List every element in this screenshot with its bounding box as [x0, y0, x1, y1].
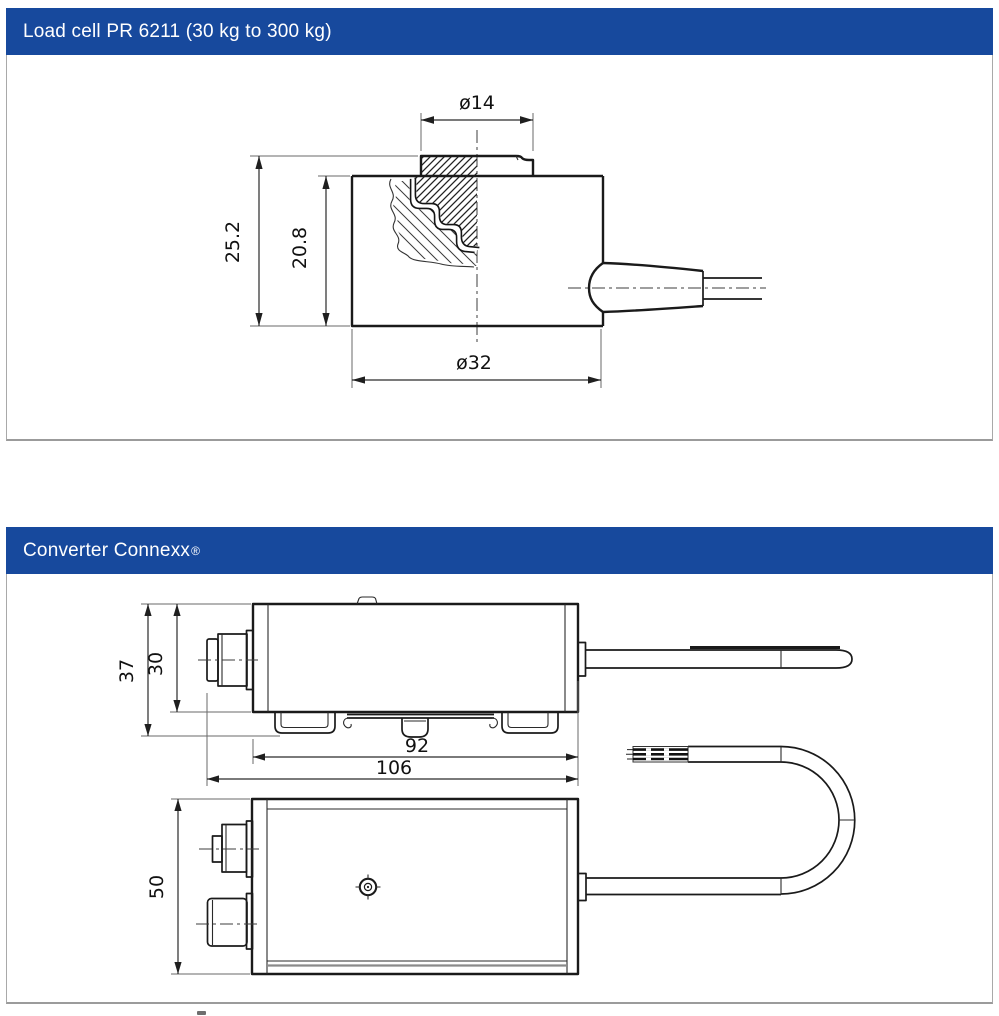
converter-drawing: 37 30 92 — [116, 596, 856, 976]
panel-load-cell-title: Load cell PR 6211 (30 kg to 300 kg) — [23, 20, 332, 42]
dim-label-boss-diameter: ø14 — [459, 92, 495, 114]
panel-converter: Converter Connexx® — [6, 527, 993, 1004]
dim-label-overall-length: 106 — [376, 757, 412, 779]
load-cell-cable — [703, 277, 762, 300]
panel-converter-title: Converter Connexx — [23, 539, 191, 561]
converter-side-view: 37 30 92 — [116, 596, 853, 786]
load-cell-body — [350, 174, 605, 328]
dimension-92: 92 — [252, 681, 579, 786]
side-cable — [577, 641, 853, 677]
top-connector-small — [199, 820, 259, 878]
dim-label-body-diameter: ø32 — [456, 352, 492, 374]
load-button — [419, 154, 535, 176]
panel-load-cell: Load cell PR 6211 (30 kg to 300 kg) — [6, 8, 993, 441]
panel-converter-header: Converter Connexx® — [6, 527, 993, 574]
dimension-overall-height: 25.2 — [222, 156, 263, 326]
stripped-wire-end — [626, 746, 689, 763]
din-rail-clip — [274, 712, 559, 738]
housing-side — [251, 602, 580, 714]
load-cell-drawing: ø14 25.2 20.8 ø32 — [222, 92, 766, 388]
dim-label-housing-width: 50 — [146, 875, 168, 899]
dimension-body-diameter: ø32 — [352, 352, 601, 384]
load-cell-figure-area: ø14 25.2 20.8 ø32 — [7, 55, 992, 439]
dimension-body-height: 20.8 — [289, 176, 330, 326]
dimension-50: 50 — [146, 798, 250, 975]
side-connector — [198, 629, 258, 691]
dim-label-overall-height: 25.2 — [222, 221, 244, 263]
cable-boot — [587, 261, 704, 314]
dimension-30: 30 — [145, 604, 181, 712]
dim-label-body-height: 20.8 — [289, 227, 311, 269]
screw-target — [355, 874, 381, 900]
extension-lines — [250, 113, 602, 388]
top-connector-large — [196, 892, 259, 950]
converter-figure-area: 37 30 92 — [7, 574, 992, 1002]
rail-latch — [401, 718, 429, 738]
housing-top — [250, 797, 580, 976]
section-hatching — [387, 157, 480, 270]
panel-load-cell-header: Load cell PR 6211 (30 kg to 300 kg) — [6, 8, 993, 55]
dimension-106: 106 — [206, 693, 578, 786]
looping-cable — [577, 745, 856, 902]
dim-label-height-with-rail-clip: 37 — [116, 659, 138, 683]
dimension-37: 37 — [116, 603, 280, 737]
dim-label-housing-length: 92 — [405, 735, 429, 757]
dim-label-housing-height: 30 — [145, 652, 167, 676]
converter-top-view: 50 — [146, 745, 856, 976]
dimension-boss-diameter: ø14 — [421, 92, 533, 124]
cropped-text-fragment — [197, 1011, 206, 1015]
top-button — [356, 596, 378, 605]
registered-trademark-symbol: ® — [191, 543, 200, 558]
